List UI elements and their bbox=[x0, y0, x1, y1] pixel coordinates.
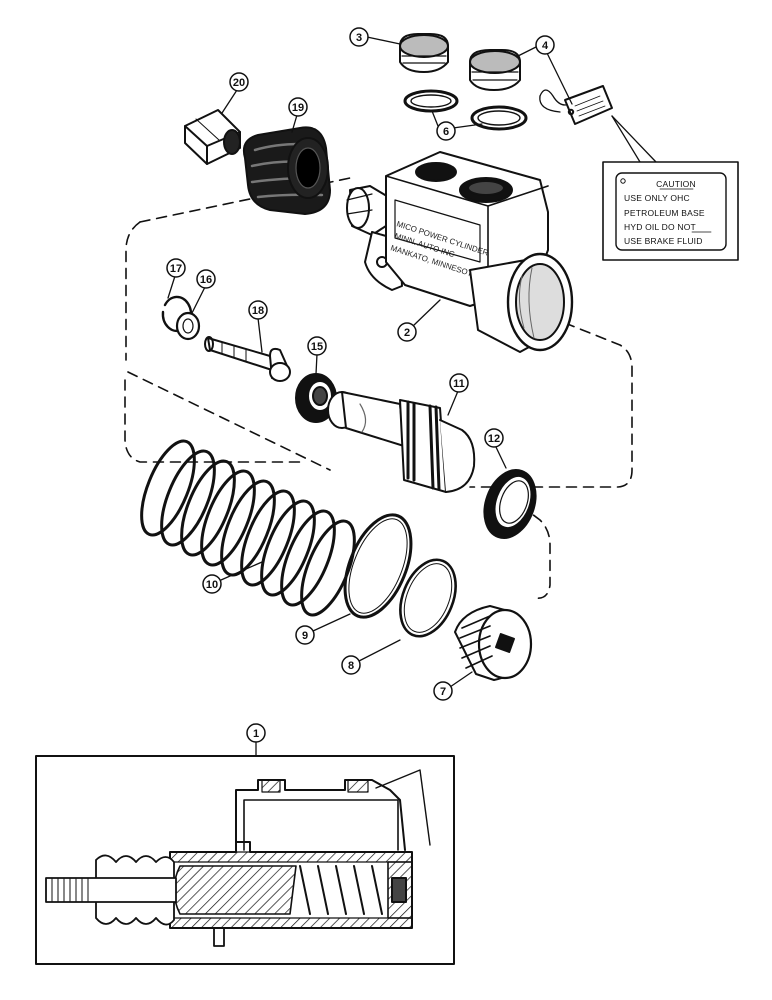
callout-15-label: 15 bbox=[311, 341, 323, 353]
cylinder-housing-part: MICO POWER CYLINDER MINN. AUTO INC MANKA… bbox=[346, 151, 574, 353]
callout-1: 1 bbox=[246, 723, 266, 743]
callout-7-label: 7 bbox=[440, 686, 446, 698]
callout-20-label: 20 bbox=[233, 77, 245, 89]
o-ring-part bbox=[343, 513, 413, 619]
callout-10-label: 10 bbox=[206, 579, 218, 591]
rubber-boot-part bbox=[242, 126, 331, 215]
callout-16: 16 bbox=[196, 269, 216, 289]
spring-coil bbox=[200, 469, 256, 567]
group-outline-lower bbox=[127, 371, 551, 600]
callout-18: 18 bbox=[248, 300, 268, 320]
callout-18-label: 18 bbox=[252, 305, 264, 317]
spring-coil bbox=[240, 489, 296, 587]
rod-seal-part bbox=[295, 373, 337, 423]
callout-12-label: 12 bbox=[488, 433, 500, 445]
callout-11: 11 bbox=[449, 373, 469, 393]
assembly-cross-section-inset bbox=[35, 755, 455, 965]
end-plug-part bbox=[454, 605, 533, 681]
group-outline-left bbox=[124, 221, 301, 463]
callout-12: 12 bbox=[484, 428, 504, 448]
callouts: 3 4 6 20 19 2 17 16 18 15 11 12 10 9 8 7… bbox=[166, 27, 555, 743]
callout-4: 4 bbox=[535, 35, 555, 55]
piston-cup-part bbox=[483, 469, 537, 539]
washer-part bbox=[175, 311, 201, 341]
callout-3-label: 3 bbox=[356, 32, 362, 44]
leader-lines bbox=[167, 36, 573, 757]
callout-9: 9 bbox=[295, 625, 315, 645]
caution-line-4: USE BRAKE FLUID bbox=[624, 236, 703, 246]
backup-ring-part bbox=[399, 558, 457, 638]
callout-16-label: 16 bbox=[200, 274, 212, 286]
callout-8: 8 bbox=[341, 655, 361, 675]
spring-coil bbox=[140, 439, 196, 537]
callout-6-label: 6 bbox=[443, 126, 449, 138]
callout-19-label: 19 bbox=[292, 102, 304, 114]
caution-title: CAUTION bbox=[656, 179, 696, 189]
callout-4-label: 4 bbox=[542, 40, 549, 52]
caution-tag-enlarged: CAUTION USE ONLY OHC PETROLEUM BASE HYD … bbox=[602, 115, 739, 261]
callout-19: 19 bbox=[288, 97, 308, 117]
callout-2: 2 bbox=[397, 322, 417, 342]
plug-gaskets-part bbox=[403, 89, 528, 131]
piston-part bbox=[327, 391, 476, 493]
callout-20: 20 bbox=[229, 72, 249, 92]
callout-15: 15 bbox=[307, 336, 327, 356]
callout-9-label: 9 bbox=[302, 630, 308, 642]
callout-3: 3 bbox=[349, 27, 369, 47]
callout-17: 17 bbox=[166, 258, 186, 278]
caution-line-2: PETROLEUM BASE bbox=[624, 208, 705, 218]
spring-coil bbox=[260, 499, 316, 597]
callout-10: 10 bbox=[202, 574, 222, 594]
spring-coil bbox=[280, 509, 336, 607]
callout-7: 7 bbox=[433, 681, 453, 701]
filler-plug-part bbox=[399, 33, 449, 73]
caution-line-3: HYD OIL DO NOT bbox=[624, 222, 696, 232]
spring-coil bbox=[160, 449, 216, 547]
spring-coil bbox=[220, 479, 276, 577]
callout-2-label: 2 bbox=[404, 327, 410, 339]
callout-11-label: 11 bbox=[453, 378, 465, 390]
push-rod-part bbox=[204, 336, 291, 382]
hex-coupling-nut-part bbox=[184, 109, 241, 165]
bleeder-plug-part bbox=[469, 49, 521, 91]
spring-coil bbox=[180, 459, 236, 557]
callout-17-label: 17 bbox=[170, 263, 182, 275]
caution-line-1: USE ONLY OHC bbox=[624, 193, 690, 203]
callout-1-label: 1 bbox=[253, 728, 259, 740]
callout-8-label: 8 bbox=[348, 660, 354, 672]
callout-6: 6 bbox=[436, 121, 456, 141]
caution-tag-small bbox=[539, 85, 613, 125]
